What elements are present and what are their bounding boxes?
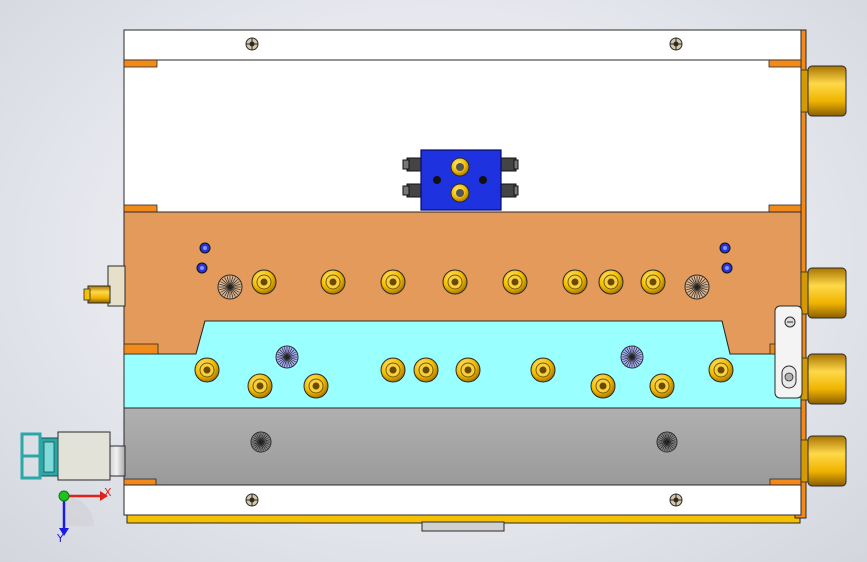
cooling-fitting-icon[interactable] (640, 269, 666, 295)
lower-white-plate (123, 484, 802, 516)
cooling-fitting-icon[interactable] (598, 269, 624, 295)
cooling-fitting-icon[interactable] (800, 353, 847, 405)
cooling-fitting-icon[interactable] (380, 269, 406, 295)
cooling-fitting-icon[interactable] (530, 357, 556, 383)
screw-head-icon[interactable] (669, 37, 683, 51)
locating-pin-icon[interactable] (721, 262, 733, 274)
support-plate-gray (123, 407, 802, 486)
ejector-pin-icon[interactable] (217, 274, 243, 300)
cooling-fitting-icon[interactable] (590, 373, 616, 399)
axis-y-label: Y (56, 532, 64, 545)
cooling-fitting-icon[interactable] (320, 269, 346, 295)
sprue-fitting-left[interactable] (83, 265, 126, 307)
bottom-tab (421, 521, 505, 532)
cooling-fitting-icon[interactable] (413, 357, 439, 383)
ejector-pin-icon[interactable] (250, 431, 272, 453)
cooling-fitting-icon[interactable] (247, 373, 273, 399)
cooling-fitting-icon[interactable] (380, 357, 406, 383)
screw-head-icon[interactable] (245, 493, 259, 507)
cooling-fitting-icon[interactable] (442, 269, 468, 295)
tab-tr-1 (768, 59, 802, 68)
screw-head-icon[interactable] (669, 493, 683, 507)
coordinate-triad-icon (58, 490, 108, 536)
locating-pin-icon[interactable] (719, 242, 731, 254)
top-clamp-plate (123, 29, 802, 61)
cooling-fitting-icon[interactable] (649, 373, 675, 399)
electrical-connector-left[interactable] (20, 431, 126, 481)
tab-tl-1 (123, 59, 158, 68)
screw-head-icon[interactable] (245, 37, 259, 51)
locating-pin-icon[interactable] (196, 262, 208, 274)
cyan-left-step (123, 343, 159, 355)
ejector-pin-icon[interactable] (684, 274, 710, 300)
ejector-pin-icon[interactable] (620, 345, 644, 369)
ejector-pin-icon[interactable] (275, 345, 299, 369)
cooling-fitting-icon[interactable] (562, 269, 588, 295)
cooling-fitting-icon[interactable] (800, 65, 847, 117)
gray-right-tab (769, 478, 802, 486)
cooling-fitting-icon[interactable] (800, 435, 847, 487)
cooling-fitting-icon[interactable] (194, 357, 220, 383)
cooling-fitting-icon[interactable] (800, 267, 847, 319)
blue-manifold-block[interactable] (402, 149, 519, 211)
gray-left-tab (123, 478, 157, 486)
cooling-fitting-icon[interactable] (708, 357, 734, 383)
cooling-fitting-icon[interactable] (303, 373, 329, 399)
cooling-fitting-icon[interactable] (251, 269, 277, 295)
cooling-fitting-icon[interactable] (502, 269, 528, 295)
tab-tl-2 (123, 204, 158, 213)
tab-tr-2 (768, 204, 802, 213)
side-bracket[interactable] (774, 305, 803, 399)
ejector-pin-icon[interactable] (656, 431, 678, 453)
locating-pin-icon[interactable] (199, 242, 211, 254)
cooling-fitting-icon[interactable] (455, 357, 481, 383)
axis-x-label: X (104, 486, 112, 499)
